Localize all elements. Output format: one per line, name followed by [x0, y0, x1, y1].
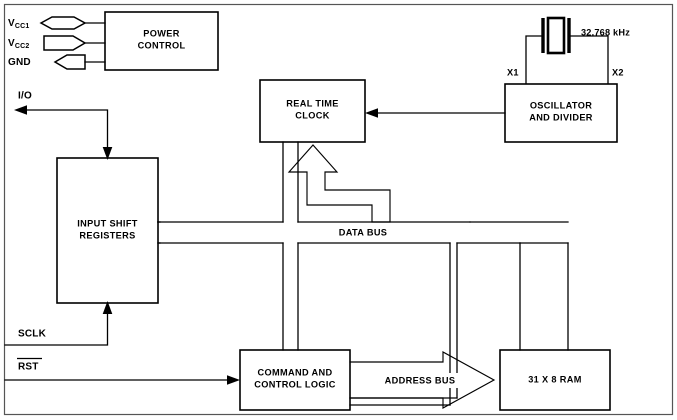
block-oscillator-and-divider: OSCILLATOR AND DIVIDER [504, 83, 618, 143]
block-oscillator-label-2: AND DIVIDER [529, 112, 593, 122]
block-ram-label: 31 X 8 RAM [528, 374, 582, 384]
block-real-time-clock-label-1: REAL TIME [286, 98, 339, 108]
pin-vcc2: VCC2 [8, 35, 106, 51]
pin-gnd-shape [53, 54, 86, 70]
wire-crystal-to-x1 [525, 35, 544, 85]
crystal-frequency-label: 32.768 kHz [581, 27, 630, 37]
wire-crystal-to-x2 [568, 35, 609, 85]
pin-io-arrowhead-into-block [102, 147, 113, 160]
pin-vcc1-shape [39, 16, 87, 30]
pin-io: I/O [14, 91, 113, 160]
block-oscillator-rect [504, 83, 618, 143]
pin-vcc1: VCC1 [8, 16, 106, 30]
block-power-control-label-1: POWER [143, 28, 179, 38]
block-arrow-clock-into-rtc [287, 144, 391, 223]
pin-sclk: SCLK [4, 301, 113, 346]
block-input-shift-label-1: INPUT SHIFT [77, 218, 138, 228]
block-command-logic-rect [239, 349, 351, 411]
block-power-control-rect [104, 11, 219, 71]
address-bus-arrow-path [349, 351, 496, 409]
pin-vcc2-label: VCC2 [8, 38, 29, 50]
block-power-control: POWER CONTROL [104, 11, 219, 71]
address-bus-label-mask [378, 373, 462, 388]
block-ram: 31 X 8 RAM [499, 349, 611, 411]
node-x1-label: X1 [507, 67, 519, 77]
pin-vcc1-label: VCC1 [8, 18, 29, 30]
block-input-shift-registers: INPUT SHIFT REGISTERS [56, 157, 159, 304]
diagram-border [3, 3, 674, 416]
pin-io-wire [21, 109, 109, 153]
pin-io-label: I/O [18, 91, 32, 102]
block-command-logic-label-1: COMMAND AND [258, 367, 333, 377]
pin-sclk-label: SCLK [18, 329, 47, 340]
node-x2-label: X2 [612, 67, 624, 77]
pin-rst-arrowhead [227, 375, 240, 385]
crystal-body [546, 16, 566, 55]
data-bus-label-mask [331, 226, 395, 240]
pin-rst-label: RST [18, 362, 39, 373]
block-power-control-label-2: CONTROL [138, 40, 186, 50]
block-arrow-clock-path [287, 144, 391, 223]
block-command-logic-label-2: CONTROL LOGIC [254, 379, 335, 389]
pin-gnd-label: GND [8, 57, 31, 68]
data-bus-label-visible: DATA BUS [339, 227, 388, 237]
pin-rst: RST [4, 357, 240, 385]
pin-io-arrowhead-out [14, 105, 27, 115]
arrowhead-oscillator-to-rtc [365, 108, 378, 118]
block-input-shift-rect [56, 157, 159, 304]
pin-vcc2-shape [43, 35, 87, 51]
block-real-time-clock-rect [259, 79, 366, 143]
block-real-time-clock-label-2: CLOCK [295, 110, 329, 120]
pin-gnd: GND [8, 54, 106, 70]
address-bus-label-visible: ADDRESS BUS [385, 375, 456, 385]
block-input-shift-label-2: REGISTERS [79, 230, 135, 240]
pin-sclk-wire [4, 310, 109, 346]
block-real-time-clock: REAL TIME CLOCK [259, 79, 366, 143]
block-command-and-control-logic: COMMAND AND CONTROL LOGIC [239, 349, 351, 411]
block-oscillator-label-1: OSCILLATOR [530, 100, 592, 110]
block-ram-rect [499, 349, 611, 411]
pin-sclk-arrowhead [102, 301, 113, 314]
